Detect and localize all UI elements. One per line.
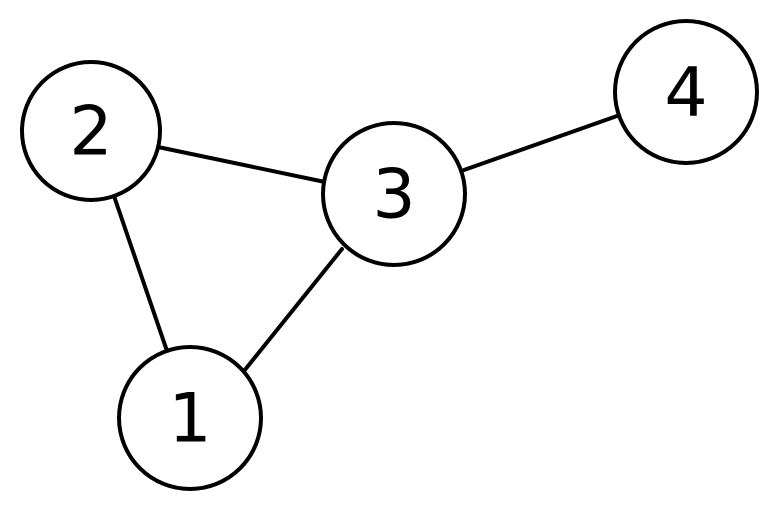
edge-layer	[112, 114, 619, 373]
graph-node-label-1: 1	[168, 380, 211, 459]
graph-node-3[interactable]: 3	[321, 121, 467, 267]
graph-node-label-2: 2	[69, 93, 112, 172]
graph-node-label-4: 4	[664, 54, 707, 133]
graph-node-4[interactable]: 4	[613, 19, 759, 165]
graph-node-label-3: 3	[372, 156, 415, 235]
graph-node-circle-4[interactable]	[613, 19, 759, 165]
graph-edge-3-4	[462, 114, 619, 172]
graph-node-2[interactable]: 2	[20, 60, 162, 202]
graph-edge-2-1	[112, 194, 169, 353]
graph-node-circle-1[interactable]	[117, 345, 263, 491]
graph-edge-1-3	[242, 247, 344, 373]
graph-node-circle-3[interactable]	[321, 121, 467, 267]
graph-node-1[interactable]: 1	[117, 345, 263, 491]
node-layer: 1 2 3 4	[20, 19, 759, 491]
graph-edge-2-3	[156, 145, 327, 184]
graph-node-circle-2[interactable]	[20, 60, 162, 202]
